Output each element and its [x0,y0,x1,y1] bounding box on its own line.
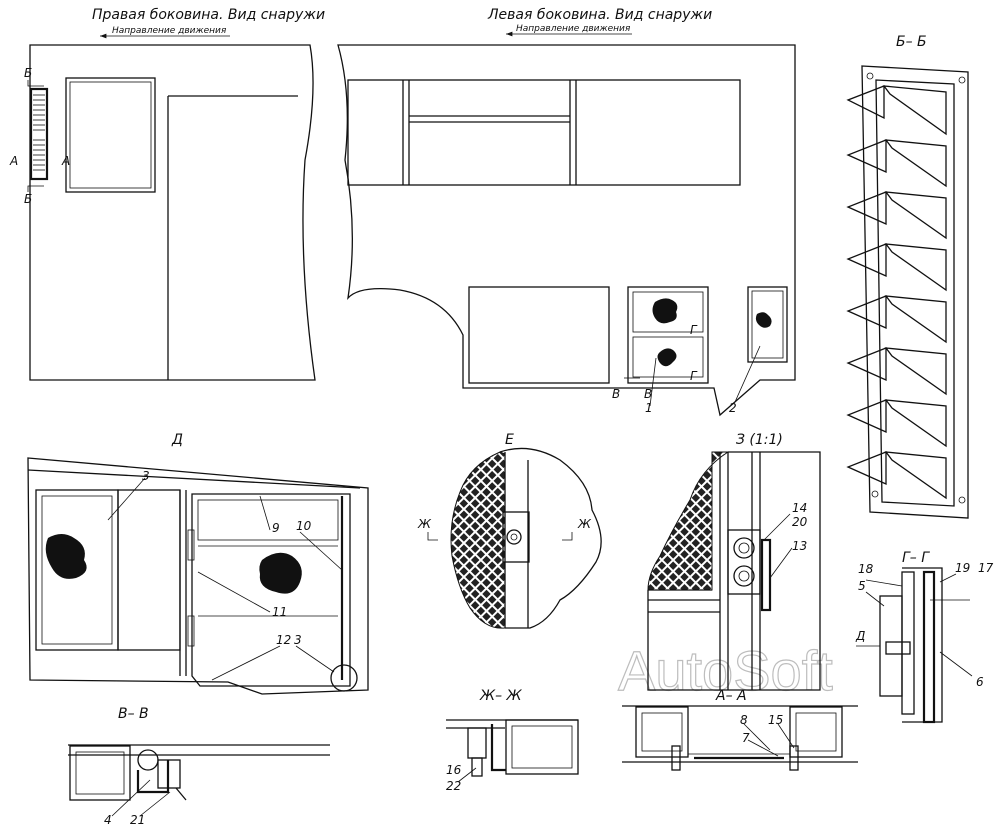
section-bb-title: Б– Б [896,34,927,50]
section-gg: Г– Г 18 5 19 17 6 Д [855,550,994,724]
callout-14: 14 [792,501,807,515]
marker-b-top: Б [24,66,32,80]
right-side-view: Правая боковина. Вид снаружи Направление… [9,7,325,381]
view-e-title: Е [505,432,514,448]
callout-16: 16 [446,763,462,777]
marker-v-left: В [612,387,620,401]
view-z: З (1:1) 14 20 13 [647,432,821,691]
watermark: AutoSoft [618,639,833,702]
callout-18: 18 [858,562,874,576]
callout-7: 7 [742,731,750,745]
view-d-title: Д [171,432,183,448]
section-zhzh-title: Ж– Ж [479,688,523,704]
view-z-title: З (1:1) [736,432,783,448]
callout-22: 22 [446,779,461,793]
callout-4: 4 [104,813,112,827]
marker-zh-left: Ж [417,517,432,531]
callout-6: 6 [976,675,984,689]
callout-8: 8 [740,713,748,727]
callout-15: 15 [768,713,783,727]
section-gg-title: Г– Г [902,550,930,566]
section-aa-title: А– А [715,688,747,704]
callout-12: 12 [276,633,291,647]
callout-1: 1 [645,401,653,415]
callout-3a: 3 [142,469,150,483]
callout-5: 5 [858,579,866,593]
right-side-title: Правая боковина. Вид снаружи [92,7,325,23]
callout-20: 20 [792,515,808,529]
marker-b-bottom: Б [24,192,32,206]
left-side-direction: Направление движения [516,24,631,34]
callout-3b: 3 [294,633,302,647]
callout-19: 19 [955,561,970,575]
louvre-blades [846,85,947,500]
callout-17: 17 [978,561,994,575]
left-side-view: Левая боковина. Вид снаружи Направление … [337,7,796,417]
marker-zh-right: Ж [577,517,592,531]
section-vv: В– В 4 21 [68,706,330,827]
view-d: Д 3 9 10 11 12 3 [27,432,369,695]
callout-13: 13 [792,539,807,553]
marker-a-left: А [9,154,18,168]
callout-21: 21 [130,813,145,827]
section-zhzh: Ж– Ж 16 22 [446,688,579,793]
marker-d: Д [855,629,865,643]
marker-a-right: А [61,154,70,168]
marker-g-bottom: Г [690,369,698,383]
left-side-title: Левая боковина. Вид снаружи [487,7,712,23]
marker-g-top: Г [690,323,698,337]
section-aa: А– А 8 7 15 [622,688,858,771]
section-vv-title: В– В [118,706,149,722]
louvre-strip [33,94,45,171]
callout-11: 11 [272,605,287,619]
marker-v-right: В [644,387,652,401]
section-bb: Б– Б [846,34,969,519]
callout-9: 9 [272,521,280,535]
callout-10: 10 [296,519,312,533]
callout-2: 2 [729,401,737,415]
right-side-direction: Направление движения [112,26,227,36]
view-e: Е Ж Ж [417,432,602,629]
